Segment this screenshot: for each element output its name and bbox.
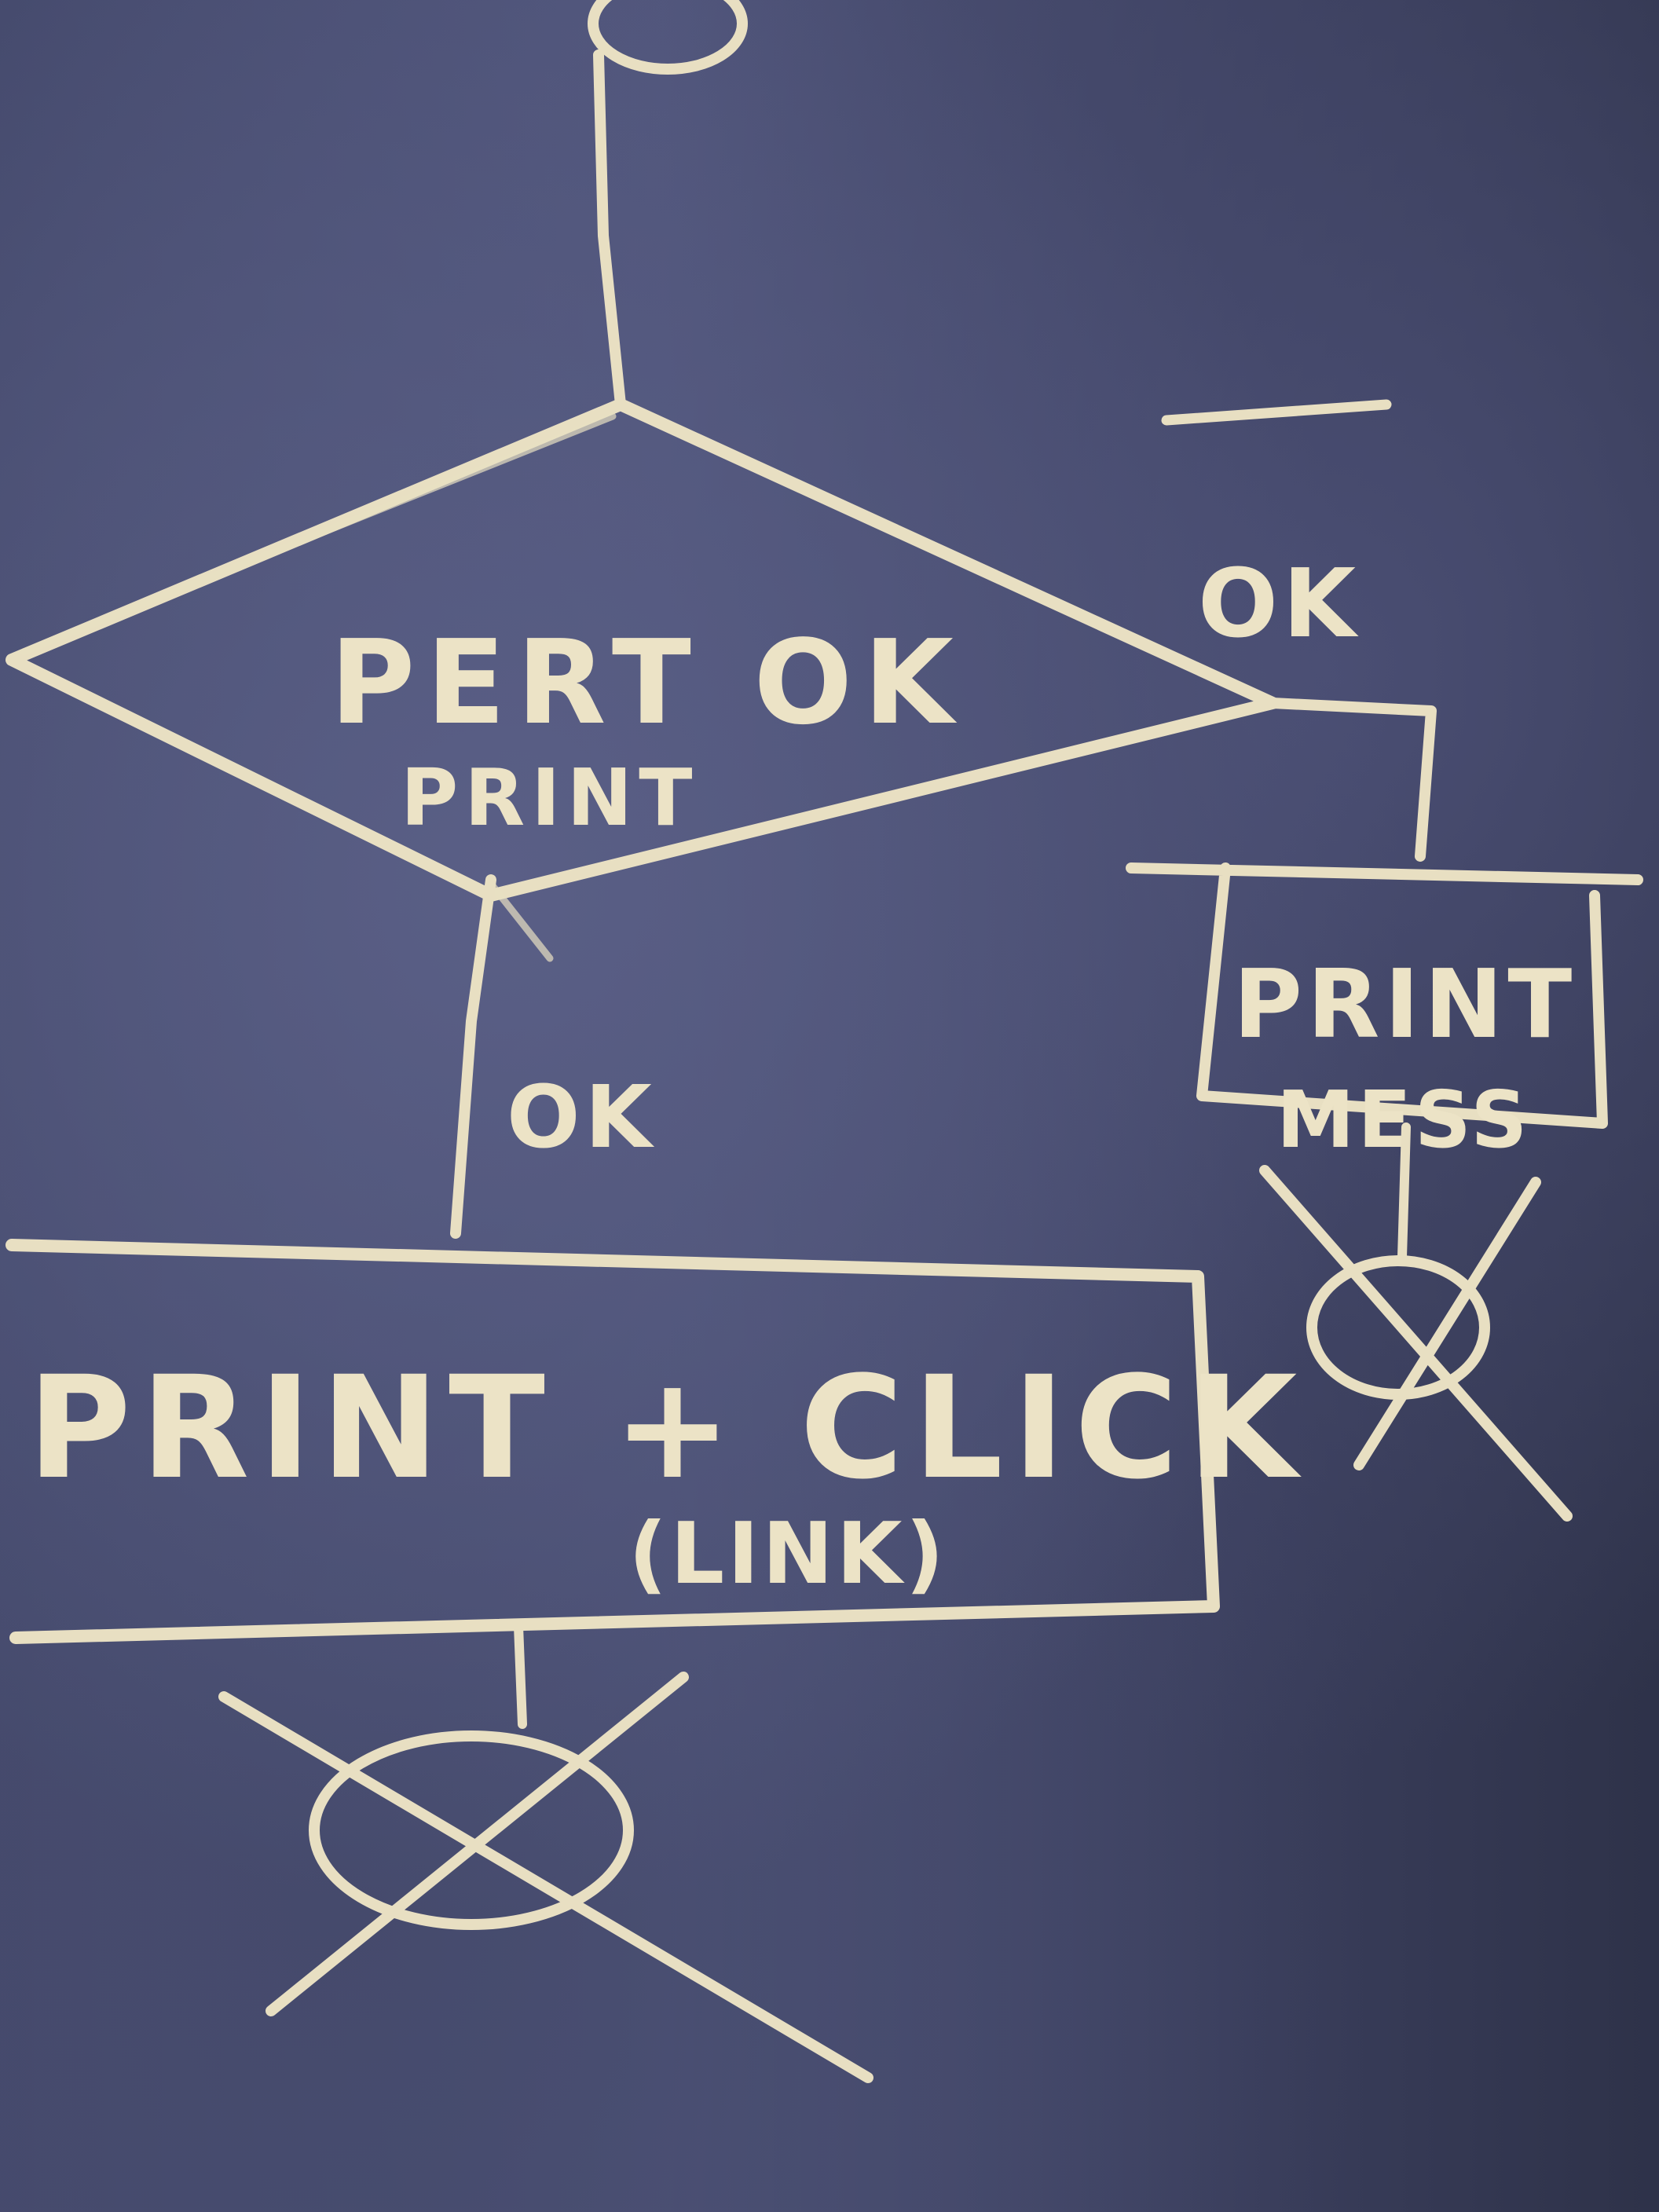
start-terminal xyxy=(588,0,748,75)
process-main-sublabel: (LINK) xyxy=(628,1505,947,1603)
process-box-print-mess xyxy=(1126,862,1643,1129)
main-end-terminal xyxy=(309,1730,634,1930)
decision-diamond-stroke xyxy=(20,412,617,962)
decision-label: PERT OK xyxy=(330,615,965,750)
process-main-label: PRINT + CLICK xyxy=(27,1346,1306,1511)
side-bar-mark xyxy=(1161,399,1392,426)
connector-side-to-end xyxy=(1397,1122,1411,1262)
connector-decision-to-side xyxy=(1267,698,1437,862)
process-side-label: PRINT xyxy=(1233,950,1577,1060)
side-end-cross-out xyxy=(1259,1165,1573,1522)
connector-main-to-end xyxy=(514,1621,527,1729)
connector-start-to-decision xyxy=(593,49,626,410)
edge-label-ok-down: OK xyxy=(507,1067,657,1167)
connector-decision-to-main xyxy=(450,874,496,1239)
main-end-cross-out xyxy=(218,1672,873,2083)
process-box-print-click xyxy=(5,1239,1220,1644)
decision-sublabel: PRINT xyxy=(401,752,698,844)
edge-label-ok-right: OK xyxy=(1198,550,1361,659)
